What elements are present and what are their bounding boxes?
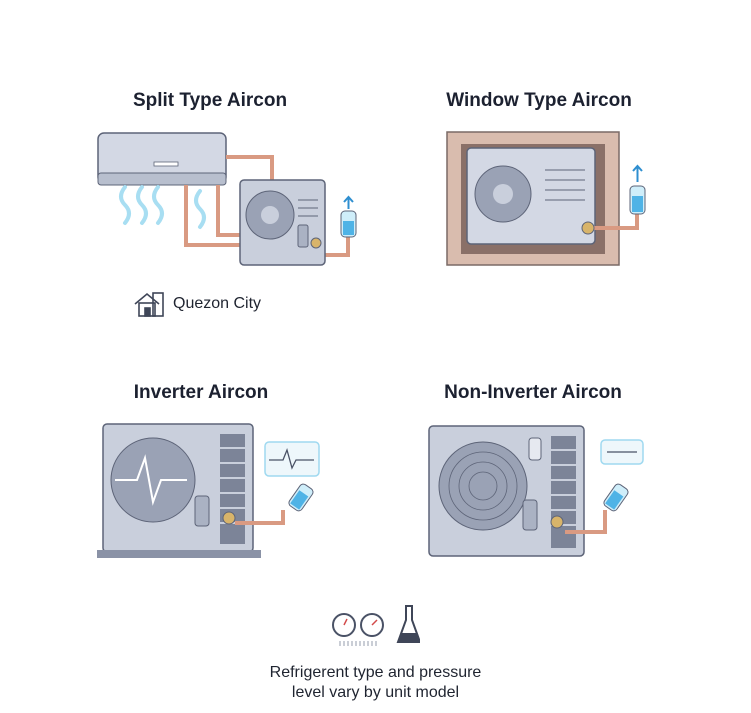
split-type-title: Split Type Aircon xyxy=(132,90,288,111)
outdoor-unit xyxy=(239,179,326,266)
window-type-illustration xyxy=(446,131,646,266)
inverter-title: Inverter Aircon xyxy=(133,382,269,403)
pressure-gauge-icon xyxy=(332,613,384,646)
gauges-and-flask-icons xyxy=(332,605,420,646)
window-unit xyxy=(466,147,596,245)
refrigerant-pipes xyxy=(184,155,350,257)
location-text: Quezon City xyxy=(173,295,262,312)
refrigerant-bottle-icon xyxy=(603,483,629,512)
non-inverter-illustration xyxy=(428,425,644,557)
split-type-illustration xyxy=(97,132,357,266)
refrigerant-bottle-icon xyxy=(340,195,357,238)
window-type-title: Window Type Aircon xyxy=(446,90,632,111)
non-inverter-title: Non-Inverter Aircon xyxy=(444,382,622,403)
refrigerant-bottle-icon xyxy=(629,164,646,215)
house-city-icon xyxy=(134,292,164,317)
footer-line-1: Refrigerent type and pressure xyxy=(269,664,482,681)
flask-icon xyxy=(396,605,420,643)
footer-note: Refrigerent type and pressure level vary… xyxy=(0,663,751,703)
inverter-outdoor-unit xyxy=(97,423,261,558)
non-inverter-outdoor-unit xyxy=(428,425,585,557)
inverter-illustration xyxy=(97,423,320,558)
waveform-display-icon xyxy=(264,441,320,477)
indoor-unit xyxy=(97,132,227,186)
cold-air-icon xyxy=(119,185,206,229)
location-label: Quezon City xyxy=(133,290,261,318)
flat-line-display-icon xyxy=(600,439,644,465)
refrigerant-bottle-icon xyxy=(288,483,314,512)
footer-line-2: level vary by unit model xyxy=(291,684,460,701)
